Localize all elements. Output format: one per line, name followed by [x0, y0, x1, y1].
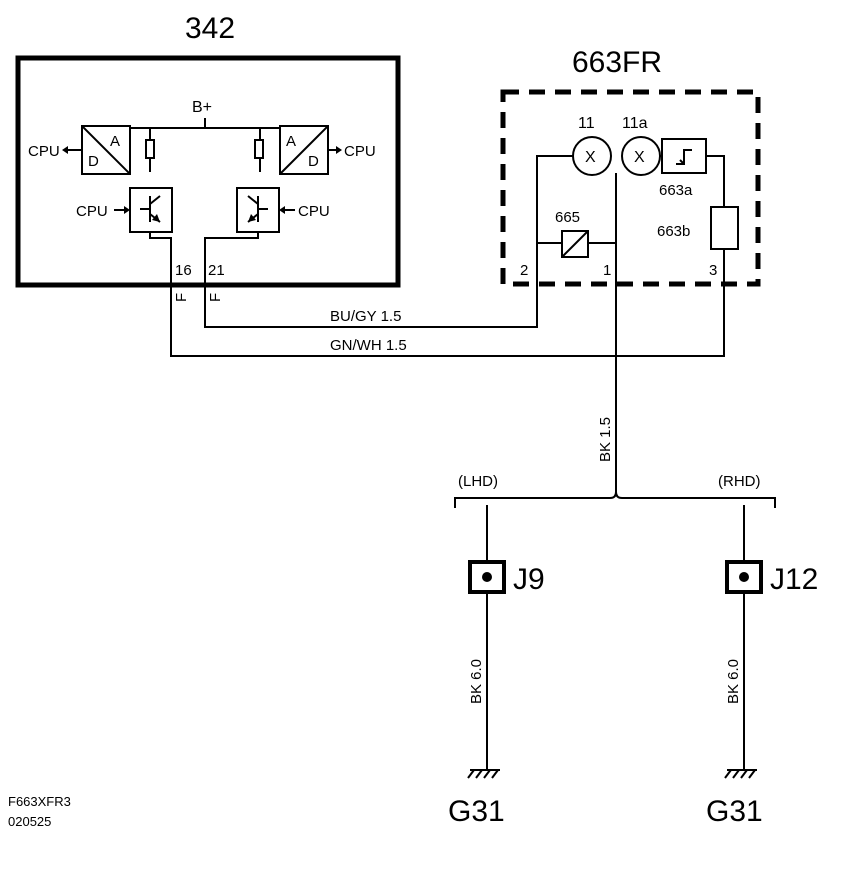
bulb-11a-label: 11a [622, 115, 648, 132]
wire-bk-main-label: BK 1.5 [597, 417, 614, 462]
wire-gn-wh [170, 284, 725, 357]
relay-663a-label: 663a [659, 182, 693, 199]
pin-mark-16: F [173, 293, 190, 302]
wire-gn-wh-label: GN/WH 1.5 [330, 337, 407, 354]
branch-lhd-label: (LHD) [458, 473, 498, 490]
wire-bu-gy [204, 284, 538, 328]
pin-mark-21: F [207, 293, 224, 302]
lamp-unit-housing [500, 89, 761, 287]
lamp-pin-2: 2 [520, 262, 528, 279]
supply-label: B+ [192, 99, 212, 116]
cpu-label-2: CPU [344, 143, 376, 160]
wire-bk-left-label: BK 6.0 [468, 659, 485, 704]
bulb-11-label: 11 [578, 115, 595, 132]
ground-g31-left-label: G31 [448, 795, 505, 828]
ecu-pin-16: 16 [175, 262, 192, 279]
splice-j12-dot-icon [739, 572, 749, 582]
bulb-11a-symbol: X [634, 149, 645, 166]
ecu-housing [15, 55, 401, 288]
splice-j9-dot-icon [482, 572, 492, 582]
splice-j12-label: J12 [770, 563, 818, 596]
drawing-date: 020525 [8, 814, 51, 829]
ground-right-icon [724, 769, 757, 779]
ecu-resistor-right [254, 139, 264, 159]
ad-left-a: A [110, 133, 120, 150]
cpu-label-4: CPU [298, 203, 330, 220]
harness: BU/GY 1.5 GN/WH 1.5 BK 1.5 (LHD) (RHD) J… [170, 284, 818, 828]
lamp-pin-1: 1 [603, 262, 611, 279]
resistor-663b-label: 663b [657, 223, 690, 240]
wire-bu-gy-label: BU/GY 1.5 [330, 308, 401, 325]
ecu-342: 342 B+ A D CPU A D CPU [15, 12, 401, 302]
ground-left-icon [467, 769, 500, 779]
cpu-label-3: CPU [76, 203, 108, 220]
cpu-label-1: CPU [28, 143, 60, 160]
arrow-in-right-icon [279, 206, 285, 214]
ad-left-d: D [88, 153, 99, 170]
bulb-11-symbol: X [585, 149, 596, 166]
lamp-pin-3: 3 [709, 262, 717, 279]
ad-right-a: A [286, 133, 296, 150]
wire-bk-right-label: BK 6.0 [725, 659, 742, 704]
drawing-code: F663XFR3 [8, 794, 71, 809]
resistor-663b [710, 206, 739, 250]
ecu-resistor-left [145, 139, 155, 159]
lamp-unit-663fr: 663FR 11 11a X X 663a 663b 665 2 1 3 [500, 46, 761, 287]
arrow-in-left-icon [124, 206, 130, 214]
ground-g31-right-label: G31 [706, 795, 763, 828]
diode-665-label: 665 [555, 209, 580, 226]
branch-bracket [454, 491, 776, 508]
lamp-unit-id: 663FR [572, 46, 662, 79]
ad-right-d: D [308, 153, 319, 170]
arrow-left-icon [62, 146, 68, 154]
branch-rhd-label: (RHD) [718, 473, 761, 490]
splice-j9-label: J9 [513, 563, 545, 596]
ecu-id: 342 [185, 12, 235, 45]
arrow-right-icon [336, 146, 342, 154]
ecu-pin-21: 21 [208, 262, 225, 279]
